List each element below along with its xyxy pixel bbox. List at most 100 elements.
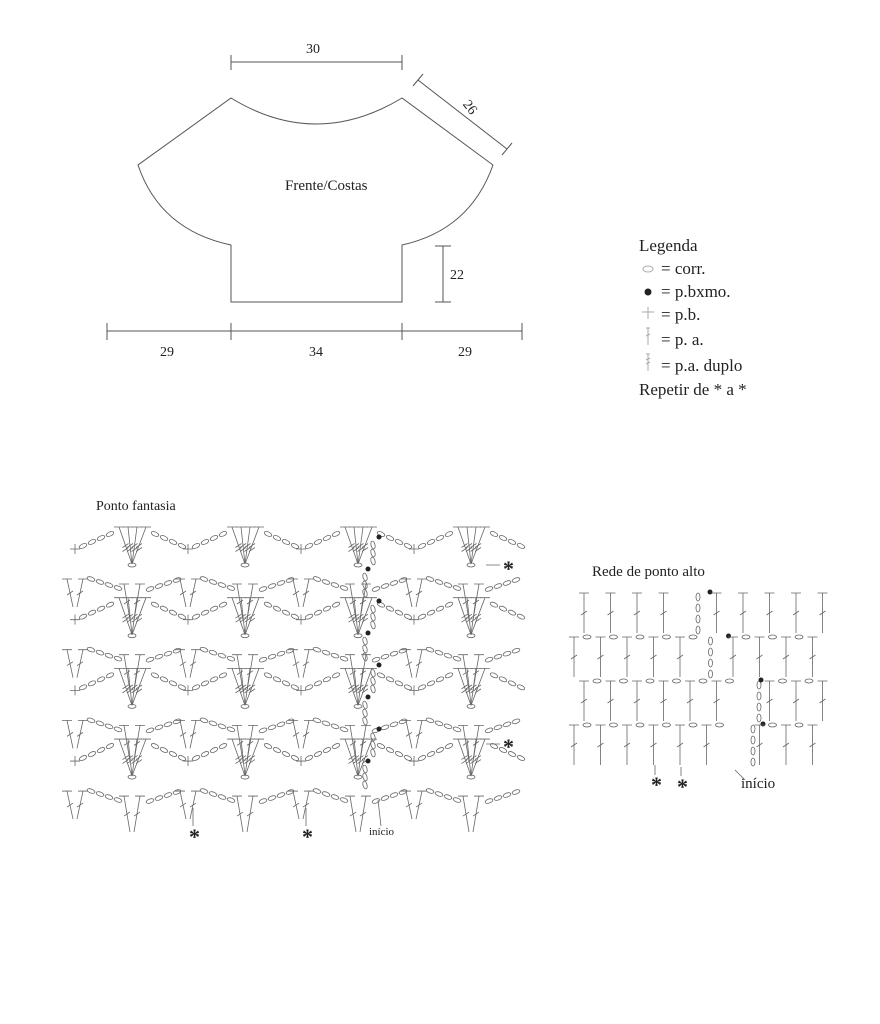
stitch-bar — [235, 613, 242, 623]
stitch-bar — [809, 742, 816, 748]
stitch-bar — [292, 802, 300, 808]
chain-stitch — [362, 700, 368, 710]
chain-stitch — [209, 676, 219, 683]
repeat-asterisk: * — [651, 772, 662, 797]
stitch-bar — [461, 684, 468, 694]
chain-stitch — [339, 655, 349, 662]
chain-stitch — [226, 797, 236, 803]
chain-stitch — [434, 649, 444, 656]
chain-stitch — [698, 678, 708, 684]
stitch-bar — [123, 670, 131, 676]
slip-stitch — [376, 534, 382, 540]
stitch-bar — [349, 741, 357, 746]
legend-item: = p. a. — [639, 326, 747, 352]
chain-stitch — [127, 703, 137, 709]
chain-stitch — [168, 751, 178, 757]
double-crochet — [302, 719, 314, 749]
double-crochet — [288, 790, 300, 820]
chain-stitch — [87, 751, 97, 757]
chain-stitch — [313, 680, 323, 687]
chain-stitch — [304, 613, 314, 620]
slip-stitch-dot-icon — [639, 280, 657, 303]
chain-stitch — [127, 633, 137, 639]
double-crochet-icon — [639, 326, 657, 352]
chain-stitch — [321, 649, 331, 656]
stitch-bar — [248, 755, 256, 764]
chain-stitch — [511, 577, 521, 583]
chain-stitch — [113, 655, 123, 662]
stitch-bar — [235, 755, 242, 764]
slip-stitch — [365, 630, 371, 636]
chain-stitch — [312, 788, 322, 794]
chain-stitch — [362, 772, 368, 782]
chain-stitch — [662, 634, 671, 640]
dimension-shoulder — [412, 73, 513, 156]
chain-stitch — [362, 636, 368, 646]
repeat-asterisk: * — [302, 824, 313, 849]
slip-stitch — [726, 633, 731, 639]
chain-stitch — [168, 609, 178, 616]
chain-stitch — [426, 539, 436, 545]
chain-stitch — [218, 601, 228, 608]
chain-stitch — [168, 680, 178, 687]
single-crochet — [70, 685, 80, 696]
stitch-bar — [236, 811, 244, 817]
chain-stitch — [312, 717, 322, 724]
chain-stitch — [217, 723, 227, 730]
chain-stitch — [804, 678, 814, 684]
stitch-bar — [819, 610, 826, 616]
chain-stitch — [493, 724, 503, 731]
chain-stitch — [339, 585, 349, 591]
single-crochet — [183, 756, 193, 767]
garment-schematic — [106, 55, 523, 340]
stitch-bar — [235, 684, 242, 694]
chain-stitch — [339, 797, 349, 803]
chain-stitch — [708, 647, 713, 657]
stitch-bar — [248, 613, 256, 623]
chain-stitch — [87, 609, 97, 616]
stitch-bar — [352, 755, 360, 764]
chain-stitch — [276, 580, 286, 586]
chain-stitch — [434, 720, 444, 727]
stitch-bar — [179, 661, 187, 667]
dimension-bottom — [106, 323, 523, 340]
chain-stitch — [370, 620, 376, 630]
stitch-bar — [660, 698, 667, 704]
chain-stitch — [484, 727, 494, 734]
chain-stitch — [191, 613, 201, 620]
chain-stitch — [321, 579, 331, 585]
single-crochet — [296, 756, 306, 767]
stitch-bar — [349, 670, 357, 676]
chain-stitch — [394, 751, 404, 757]
stitch-bar — [348, 684, 355, 694]
stitch-bar — [462, 599, 470, 605]
stitch-bar — [135, 684, 143, 694]
chain-stitch — [168, 539, 178, 545]
chain-stitch — [199, 717, 209, 724]
chain-stitch — [502, 721, 512, 728]
stitch-bar — [357, 755, 364, 764]
chain-stitch — [489, 601, 499, 608]
double-crochet — [62, 790, 74, 820]
legend-label: = p. a. — [661, 329, 704, 349]
stitch-bar — [465, 613, 473, 623]
chain-stitch — [493, 583, 503, 589]
double-crochet — [175, 578, 187, 608]
chain-stitch — [403, 543, 413, 549]
chain-stitch — [154, 795, 164, 801]
stitch-bar — [352, 613, 360, 623]
chain-stitch — [200, 539, 210, 545]
chain-stitch — [353, 703, 363, 709]
chain-stitch — [127, 562, 137, 568]
chain-stitch — [466, 562, 476, 568]
chain-stitch — [353, 562, 363, 568]
stitch-bar — [122, 543, 129, 552]
chain-stitch — [199, 576, 209, 582]
chain-stitch — [443, 652, 453, 659]
chain-stitch — [321, 720, 331, 727]
stitch-bar — [405, 661, 413, 667]
stitch-bar — [244, 543, 251, 552]
repeat-asterisk: * — [503, 556, 514, 581]
double-crochet — [401, 719, 413, 749]
slip-stitch — [760, 721, 766, 727]
